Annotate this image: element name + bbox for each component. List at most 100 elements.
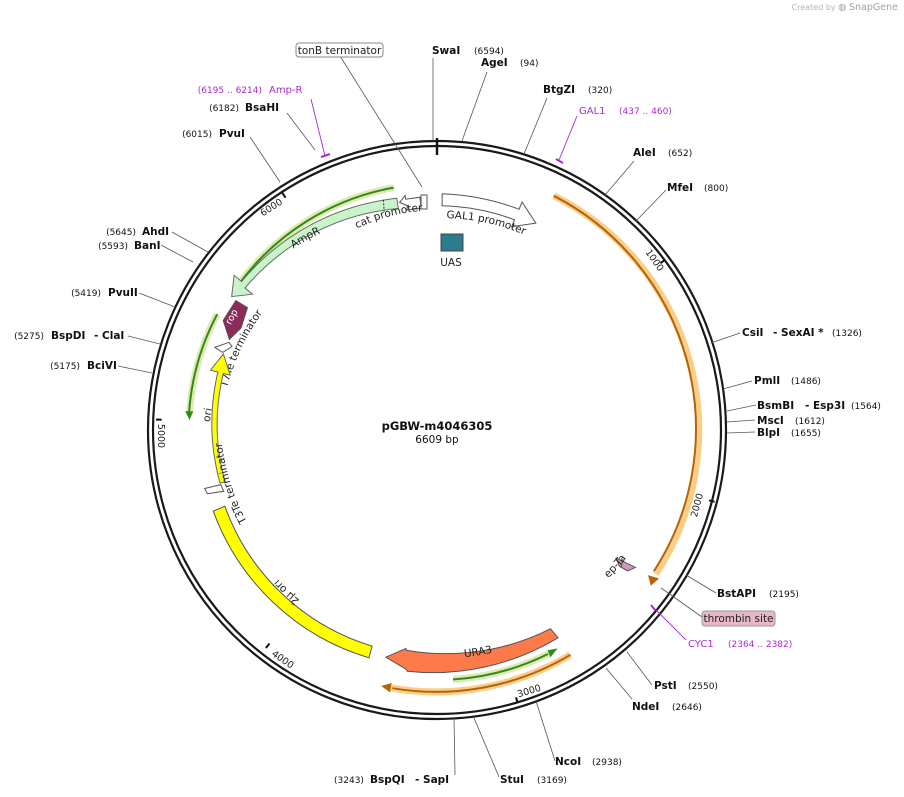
site-pmli: PmlI (1486) — [754, 375, 821, 387]
thrombin-label: thrombin site — [703, 613, 773, 625]
primer-amp-r: (6195 .. 6214) Amp-R — [198, 85, 303, 96]
site-name-2: - SexAI * — [773, 327, 824, 339]
site-name: NdeI — [632, 701, 659, 713]
rop-arrow — [222, 299, 249, 341]
tonb-terminator-callout: tonB terminator — [295, 42, 384, 58]
watermark-text: Created by — [791, 3, 836, 12]
site-pos: (5175) — [50, 362, 80, 372]
site-name: BspQI — [370, 774, 405, 786]
plasmid-size: 6609 bp — [415, 434, 459, 446]
ampr-arrow — [231, 197, 399, 298]
site-pos: (6182) — [209, 104, 239, 114]
site-pos: (5593) — [98, 242, 128, 252]
orf-ura-line — [453, 653, 549, 681]
site-bsmbi: BsmBI - Esp3I (1564) — [757, 400, 881, 412]
site-blpi: BlpI (1655) — [757, 427, 821, 439]
site-name: PvuII — [108, 287, 138, 299]
site-pos: (320) — [588, 86, 612, 96]
t3te-arrow — [203, 484, 225, 495]
t7te-arrow — [213, 341, 233, 353]
site-agei: AgeI (94) — [481, 57, 538, 69]
site-msci: MscI (1612) — [757, 415, 825, 427]
primer-cyc1: CYC1 (2364 .. 2382) — [688, 639, 792, 650]
site-name: BspDI — [51, 330, 85, 342]
site-csii: CsiI - SexAI * (1326) — [742, 327, 862, 339]
primer-marks — [320, 153, 656, 611]
site-name: CsiI — [742, 327, 763, 339]
site-pos: (2550) — [688, 682, 718, 692]
primer-name: GAL1 — [579, 106, 606, 117]
site-ahdi: (5645) AhdI — [106, 226, 169, 238]
orf-ori-arrowhead — [185, 411, 194, 420]
site-ndei: NdeI (2646) — [632, 701, 702, 713]
site-pos: (94) — [520, 59, 538, 69]
orf-right-line — [553, 194, 697, 572]
site-pos: (1612) — [795, 417, 825, 427]
tonb-terminator-mark — [420, 194, 428, 210]
site-name: MfeI — [667, 182, 693, 194]
site-bsahi: (6182) BsaHI — [209, 102, 279, 114]
ampr-divider — [382, 199, 385, 212]
site-name: AleI — [633, 147, 656, 159]
site-name-2: - SapI — [415, 774, 449, 786]
site-pos: (2938) — [592, 758, 622, 768]
site-name: PmlI — [754, 375, 780, 387]
plasmid-name: pGBW-m4046305 — [382, 419, 493, 433]
site-name: MscI — [757, 415, 784, 427]
site-swai: SwaI (6594) — [432, 45, 504, 57]
strep-tag-arrow — [615, 557, 637, 572]
site-pos: (5645) — [106, 228, 136, 238]
orf-right-glow — [552, 192, 703, 576]
site-name: BciVI — [87, 360, 117, 372]
site-pos: (5275) — [14, 332, 44, 342]
uas-box — [440, 233, 464, 252]
gal1-promoter-arrow — [441, 193, 537, 228]
primer-gal1: GAL1 (437 .. 460) — [579, 106, 672, 117]
site-alei: AleI (652) — [633, 147, 692, 159]
site-bspqi: (3243) BspQI - SapI — [334, 774, 449, 786]
ori-arrow — [209, 352, 231, 484]
uas-label: UAS — [440, 257, 462, 269]
site-btgzi: BtgZI (320) — [543, 84, 612, 96]
orf-bottom-arrowhead — [381, 683, 392, 693]
orf-ura-arrowhead — [547, 648, 558, 658]
ura3-label: URA3 — [463, 644, 493, 660]
site-name: BanI — [134, 240, 160, 252]
site-name: AgeI — [481, 57, 508, 69]
site-psti: PstI (2550) — [654, 680, 718, 692]
watermark: Created by ◍ SnapGene — [792, 2, 898, 13]
orf-ori-line — [188, 313, 219, 413]
site-pos: (1564) — [851, 402, 881, 412]
site-pos: (2646) — [672, 703, 702, 713]
site-pos: (652) — [668, 149, 692, 159]
site-ncoi: NcoI (2938) — [555, 756, 622, 768]
site-pos: (1486) — [791, 377, 821, 387]
site-name: BsmBI — [757, 400, 794, 412]
site-pvuii: (5419) PvuII — [71, 287, 138, 299]
site-pos: (1655) — [791, 429, 821, 439]
site-pos: (3169) — [537, 776, 567, 786]
thrombin-callout: thrombin site — [701, 610, 776, 627]
site-name-2: - Esp3I — [805, 400, 845, 412]
site-pos: (5419) — [71, 289, 101, 299]
site-pos: (6015) — [182, 130, 212, 140]
site-mfei: MfeI (800) — [667, 182, 728, 194]
primer-range: (437 .. 460) — [619, 107, 672, 117]
leader-lines — [117, 55, 757, 778]
ura3-arrow — [384, 628, 559, 674]
site-name: BtgZI — [543, 84, 575, 96]
primer-leaders — [310, 98, 687, 641]
tonb-terminator-label: tonB terminator — [298, 45, 382, 57]
site-pos: (1326) — [832, 329, 862, 339]
site-name: BsaHI — [245, 102, 279, 114]
site-bcivi: (5175) BciVI — [50, 360, 117, 372]
orf-amp-line — [236, 186, 394, 287]
site-name: BlpI — [757, 427, 780, 439]
site-name: BstAPI — [717, 588, 756, 600]
site-bspdi: (5275) BspDI - ClaI — [14, 330, 124, 342]
site-pvui: (6015) PvuI — [182, 128, 245, 140]
primer-range: (2364 .. 2382) — [728, 640, 792, 650]
site-pos: (3243) — [334, 776, 364, 786]
site-name: PstI — [654, 680, 677, 692]
